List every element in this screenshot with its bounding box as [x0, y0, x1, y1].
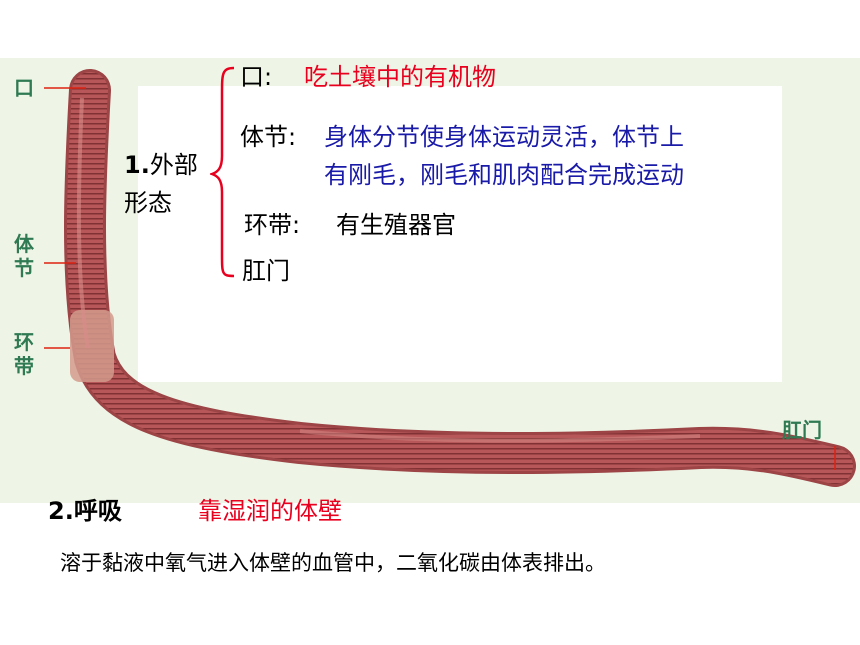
brace [210, 66, 235, 278]
clitellum-term: 环带: [244, 211, 301, 239]
label-clitellum: 环带 [14, 330, 34, 378]
label-mouth: 口 [14, 76, 34, 100]
section2-detail: 溶于黏液中氧气进入体壁的血管中，二氧化碳由体表排出。 [60, 551, 606, 575]
label-segment: 体节 [14, 232, 34, 280]
mouth-term: 口: [240, 63, 273, 91]
annotation-box [138, 86, 782, 382]
section2-answer: 靠湿润的体壁 [198, 497, 342, 525]
earthworm-illustration [44, 69, 856, 487]
segment-description-line2: 有刚毛，刚毛和肌肉配合完成运动 [324, 161, 684, 189]
worm-body-fill [67, 72, 853, 484]
segment-description-line1: 身体分节使身体运动灵活，体节上 [324, 123, 684, 151]
worm-clitellum [70, 310, 114, 382]
section1-heading-line2: 形态 [124, 189, 172, 217]
mouth-description: 吃土壤中的有机物 [304, 63, 496, 91]
section1-heading-line1: 1.外部 [124, 151, 198, 179]
section2-heading: 2.呼吸 [48, 497, 122, 525]
clitellum-description: 有生殖器官 [336, 211, 456, 239]
segment-term: 体节: [240, 123, 297, 151]
label-anus: 肛门 [782, 418, 822, 442]
anus-term: 肛门 [242, 257, 290, 285]
